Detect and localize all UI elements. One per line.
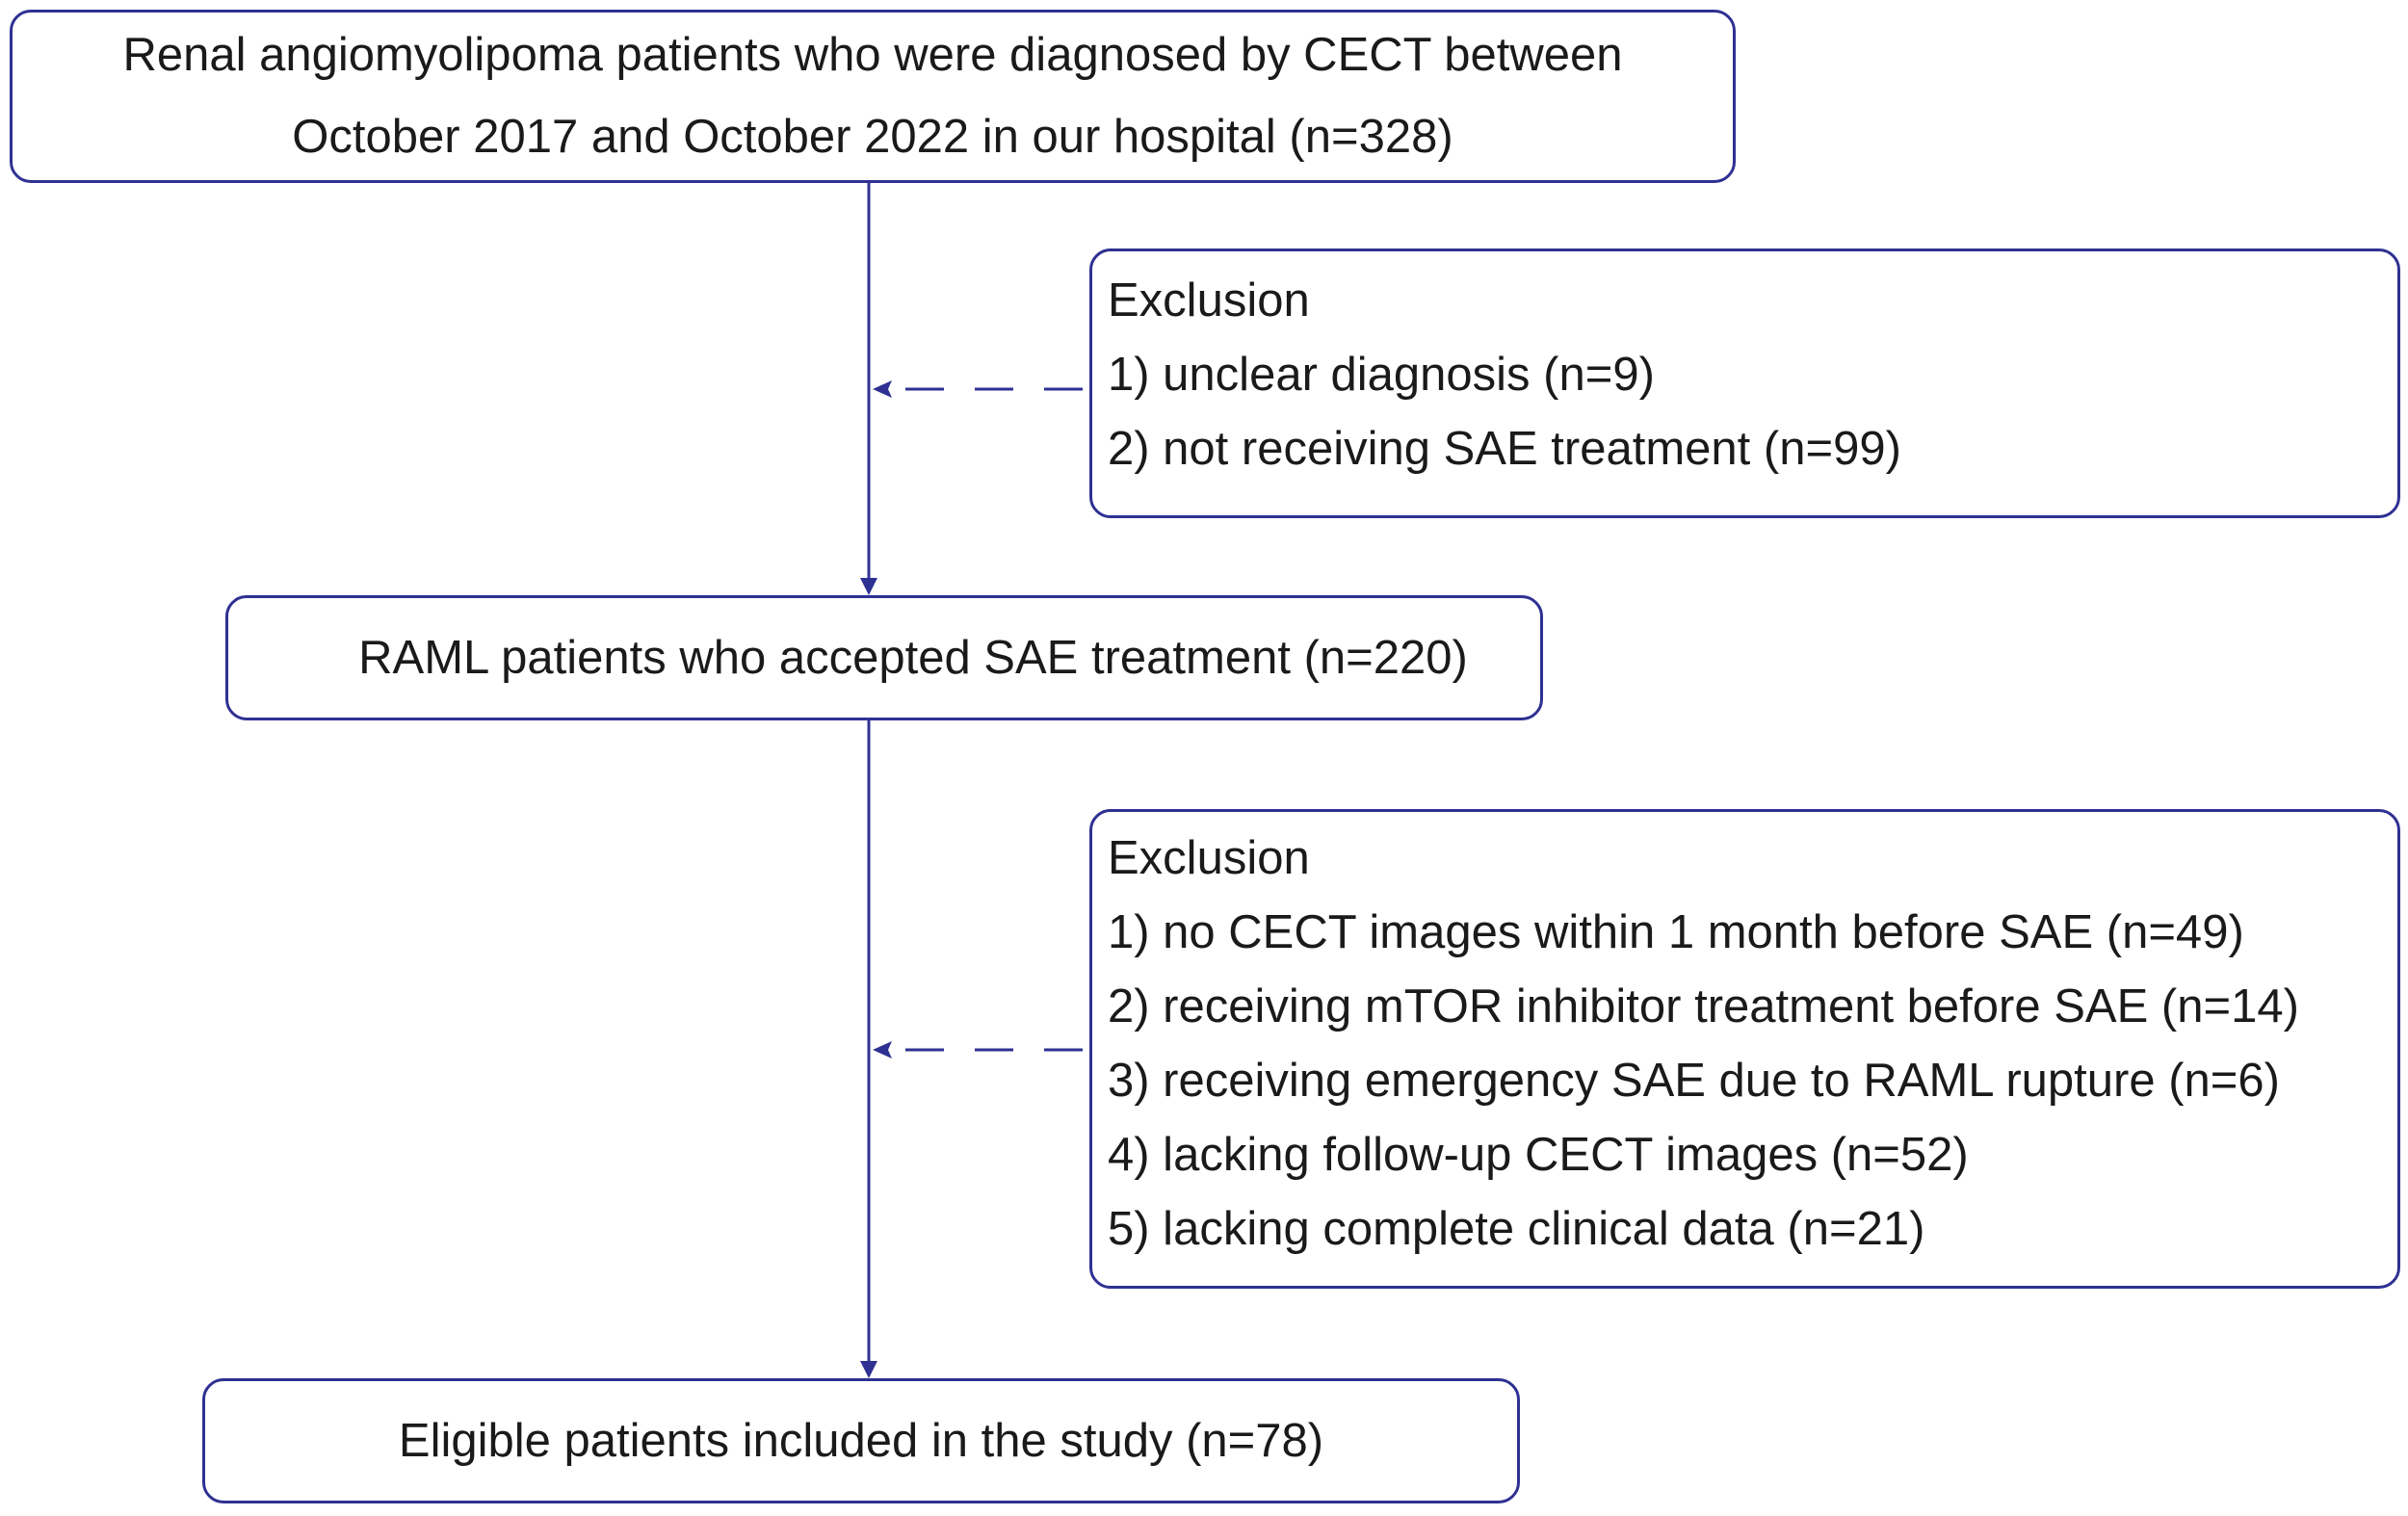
exclusion-box-1: Exclusion 1) unclear diagnosis (n=9) 2) … [1089,248,2400,518]
raml-sae-text: RAML patients who accepted SAE treatment… [358,631,1468,684]
initial-cohort-line-2: October 2017 and October 2022 in our hos… [292,111,1453,163]
exclusion-1-item-1: 1) unclear diagnosis (n=9) [1108,349,1655,401]
arrowhead-from-exclusion-2 [873,1041,892,1059]
eligible-patients-box: Eligible patients included in the study … [202,1378,1520,1503]
exclusion-2-item-2: 2) receiving mTOR inhibitor treatment be… [1108,980,2299,1032]
exclusion-box-2: Exclusion 1) no CECT images within 1 mon… [1089,809,2400,1289]
arrowhead-to-eligible [860,1361,877,1378]
raml-sae-box: RAML patients who accepted SAE treatment… [225,595,1543,720]
exclusion-2-item-5: 5) lacking complete clinical data (n=21) [1108,1203,1925,1255]
exclusion-1-title: Exclusion [1108,274,1310,327]
exclusion-1-item-2: 2) not receiving SAE treatment (n=99) [1108,423,1901,475]
eligible-patients-text: Eligible patients included in the study … [398,1414,1324,1467]
exclusion-2-item-3: 3) receiving emergency SAE due to RAML r… [1108,1055,2280,1107]
initial-cohort-box: Renal angiomyolipoma patients who were d… [10,10,1736,183]
exclusion-2-title: Exclusion [1108,832,1310,884]
initial-cohort-line-1: Renal angiomyolipoma patients who were d… [122,29,1623,81]
exclusion-2-item-4: 4) lacking follow-up CECT images (n=52) [1108,1129,1969,1181]
exclusion-2-item-1: 1) no CECT images within 1 month before … [1108,906,2244,958]
arrowhead-to-raml [860,578,877,595]
arrowhead-from-exclusion-1 [873,380,892,398]
